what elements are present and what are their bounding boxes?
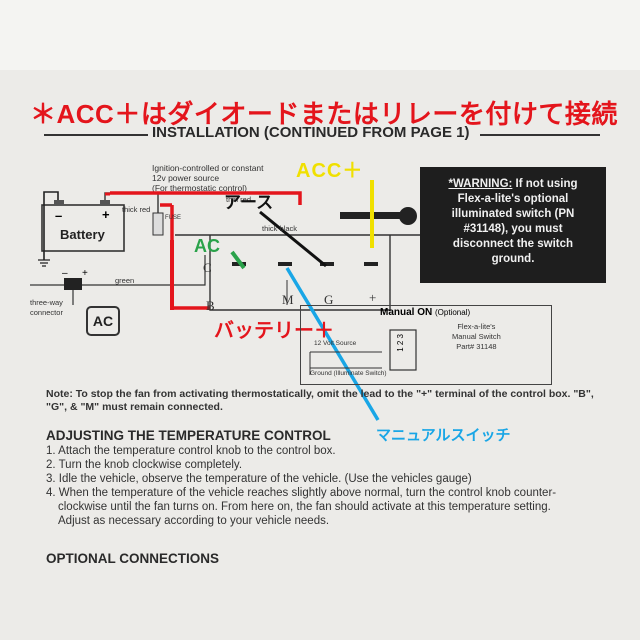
adjust-steps-list: 1. Attach the temperature control knob t…: [46, 444, 606, 528]
terminal-letter-c: C: [203, 260, 212, 275]
thick-red-label: thick red: [122, 205, 151, 214]
ground-symbol: [38, 259, 50, 267]
japanese-title: ＊ACC＋はダイオードまたはリレーを付けて接続: [30, 99, 618, 129]
connector-plus: +: [82, 268, 88, 279]
power-source-text: Ignition-controlled or constant 12v powe…: [152, 163, 264, 193]
manual-on-panel: [300, 305, 552, 385]
three-way-connector-label: three-way connector: [30, 298, 63, 317]
terminal-letter-b: B: [206, 298, 215, 313]
note-text: Note: To stop the fan from activating th…: [46, 388, 594, 413]
earth-annotation: アース: [224, 193, 274, 212]
green-label: green: [115, 276, 135, 285]
manual-switch-description: Flex-a-lite's Manual Switch Part# 31148: [452, 322, 501, 351]
battery-plus-sign: +: [102, 207, 110, 222]
step-3: 3. Idle the vehicle, observe the tempera…: [46, 473, 472, 485]
step-4: 4. When the temperature of the vehicle r…: [46, 487, 557, 499]
heading-rule-left: [44, 134, 148, 136]
ac-annotation: AC: [194, 236, 220, 256]
manual-switch-annotation: マニュアルスイッチ: [376, 427, 511, 444]
manual-source-label: 12 Volt Source: [314, 340, 357, 347]
optional-connections-heading: OPTIONAL CONNECTIONS: [46, 551, 220, 566]
thin-red-label: thin red: [226, 195, 252, 204]
manual-switch-wire: [285, 267, 380, 421]
installation-heading: INSTALLATION (CONTINUED FROM PAGE 1): [152, 124, 470, 141]
terminal-letter-plus: +: [369, 290, 377, 305]
battery-minus-sign: –: [55, 208, 63, 223]
ac-wire: [230, 250, 246, 270]
manual-on-title: Manual ON (Optional): [380, 307, 471, 318]
terminal-letter-g: G: [324, 292, 334, 307]
battery-terminal-minus: [54, 200, 64, 205]
fuse-label: FUSE: [165, 215, 182, 221]
heading-rule-right: [480, 134, 600, 136]
fuse: [152, 212, 164, 236]
three-way-connector-body: [64, 278, 82, 290]
connector-minus: –: [62, 268, 68, 279]
terminal-plus: [364, 262, 378, 266]
battery-ground-wire: [43, 191, 59, 260]
terminal-letter-m: M: [282, 292, 294, 307]
terminal-m: [278, 262, 292, 266]
battery-terminal-plus: [100, 200, 110, 205]
adjust-temperature-heading: ADJUSTING THE TEMPERATURE CONTROL: [46, 428, 331, 443]
battery-plus-annotation: バッテリー＋: [214, 320, 334, 342]
ac-icon: AC: [86, 306, 120, 336]
manual-ground-label: Ground (Illuminate Switch): [310, 370, 387, 377]
manual-switch-pins: 1 2 3: [396, 334, 405, 352]
ignition-key-head: [399, 207, 417, 225]
terminal-g: [320, 262, 334, 266]
battery-label: Battery: [60, 227, 105, 242]
step-2: 2. Turn the knob clockwise completely.: [46, 459, 243, 471]
thin-red-wire: [110, 191, 302, 205]
warning-box: *WARNING: If not using Flex-a-lite's opt…: [420, 167, 606, 283]
step-4-cont: clockwise until the fan turns on. From h…: [58, 501, 551, 513]
step-4-cont2: Adjust as necessary according to your ve…: [58, 515, 330, 527]
manual-switch-body: [389, 329, 417, 371]
acc-plus-annotation: ACC＋: [296, 160, 364, 182]
thick-black-label: thick black: [262, 224, 298, 233]
earth-wire: [259, 210, 327, 268]
battery-outline: [41, 204, 125, 252]
green-wire: [40, 255, 206, 286]
step-1: 1. Attach the temperature control knob t…: [46, 445, 336, 457]
instruction-sheet: [0, 70, 640, 640]
